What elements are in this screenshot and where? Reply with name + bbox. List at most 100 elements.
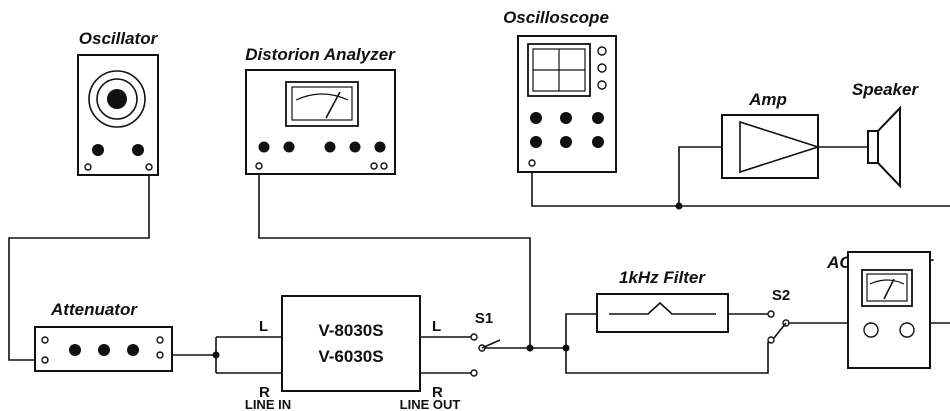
- attenuator-knob-1: [69, 344, 81, 356]
- attenuator-knob-3: [127, 344, 139, 356]
- voltmeter-needle: [883, 278, 895, 300]
- switch-s2-label: S2: [772, 287, 790, 304]
- wire-oscillator-attenuator: [8, 170, 150, 361]
- junctions: [212, 202, 683, 359]
- scope-button-3: [597, 80, 607, 90]
- scope-knob-2: [560, 112, 572, 124]
- s1-lever: [481, 339, 501, 349]
- wire-oscilloscope-bus: [531, 170, 950, 207]
- amp-body: [721, 114, 819, 179]
- dut-right-in-label: R: [259, 384, 270, 401]
- junction-scope: [675, 202, 683, 210]
- junction-analyzer: [526, 344, 534, 352]
- amp-label: Amp: [748, 90, 787, 109]
- analyzer-jack-input: [255, 162, 263, 170]
- junction-filter: [562, 344, 570, 352]
- analyzer-jack-b: [380, 162, 388, 170]
- dut-model-1: V-8030S: [318, 321, 383, 340]
- s2-contact-bypass: [767, 336, 775, 344]
- line-in-label: LINE IN: [245, 397, 291, 411]
- oscilloscope-label: Oscilloscope: [503, 8, 609, 27]
- speaker: Speaker: [852, 80, 920, 189]
- distortion-analyzer-body: [245, 69, 396, 175]
- dut-body: [281, 295, 421, 392]
- switch-s1-label: S1: [475, 310, 493, 327]
- dut-left-out-label: L: [432, 318, 441, 335]
- distortion-analyzer-label: Distorion Analyzer: [245, 45, 396, 64]
- oscillator-jack-left: [84, 163, 92, 171]
- dut-model-2: V-6030S: [318, 347, 383, 366]
- dut-right-out-label: R: [432, 384, 443, 401]
- device-under-test: V-8030S V-6030S L R L R LINE IN LINE OUT: [245, 295, 461, 411]
- analyzer-knob-4: [349, 141, 361, 153]
- oscillator: Oscillator: [77, 29, 159, 176]
- oscillator-knob-right: [132, 144, 144, 156]
- oscilloscope-screen-outer: [527, 43, 591, 97]
- filter: 1kHz Filter: [596, 268, 729, 333]
- speaker-cone-icon: [877, 105, 901, 189]
- amp-triangle-icon: [739, 120, 821, 174]
- wire-distortion-analyzer: [258, 170, 531, 348]
- attenuator: Attenuator: [34, 300, 173, 372]
- oscillator-dial-ring-inner: [96, 78, 138, 120]
- attenuator-jack-output: [156, 351, 164, 359]
- voltmeter-jack-right: [899, 322, 915, 338]
- scope-knob-6: [592, 136, 604, 148]
- filter-label: 1kHz Filter: [619, 268, 706, 287]
- oscillator-dial-ring: [88, 70, 146, 128]
- s1-contact-right: [470, 369, 478, 377]
- distortion-meter-outer: [285, 81, 359, 127]
- voltmeter-meter-outer: [861, 269, 913, 307]
- ac-voltmeter: AC voltmeter: [826, 251, 934, 369]
- wire-filter-in: [565, 313, 597, 348]
- analyzer-knob-5: [374, 141, 386, 153]
- line-out-label: LINE OUT: [400, 397, 461, 411]
- oscillator-knob-left: [92, 144, 104, 156]
- distortion-analyzer: Distorion Analyzer: [245, 45, 396, 175]
- scope-knob-1: [530, 112, 542, 124]
- oscillator-jack-output: [145, 163, 153, 171]
- distortion-meter-scale: [295, 93, 349, 101]
- oscillator-label: Oscillator: [79, 29, 159, 48]
- oscilloscope: Oscilloscope: [503, 8, 617, 173]
- wire-filter-bypass: [565, 342, 769, 374]
- oscillator-body: [77, 54, 159, 176]
- attenuator-jack-out-top: [156, 336, 164, 344]
- scope-button-1: [597, 46, 607, 56]
- switch-s1: S1: [470, 310, 501, 377]
- attenuator-jack-in-top: [41, 336, 49, 344]
- scope-jack-input: [528, 159, 536, 167]
- attenuator-knob-2: [98, 344, 110, 356]
- voltmeter-meter-scale: [869, 279, 905, 285]
- analyzer-knob-3: [324, 141, 336, 153]
- wire-amp-input: [678, 146, 722, 206]
- oscilloscope-body: [517, 35, 617, 173]
- s2-contact-filter: [767, 310, 775, 318]
- attenuator-jack-input: [41, 356, 49, 364]
- attenuator-label: Attenuator: [50, 300, 138, 319]
- speaker-label: Speaker: [852, 80, 920, 99]
- distortion-meter-window: [291, 86, 353, 121]
- voltmeter-jack-left: [863, 322, 879, 338]
- analyzer-knob-1: [258, 141, 270, 153]
- scope-knob-4: [530, 136, 542, 148]
- analyzer-jack-a: [370, 162, 378, 170]
- filter-body: [596, 293, 729, 333]
- s2-lever: [773, 322, 787, 339]
- amp: Amp: [721, 90, 821, 179]
- switch-s2: S2: [767, 287, 790, 344]
- filter-bandpass-icon: [609, 301, 716, 315]
- wiring: [8, 146, 950, 374]
- distortion-meter-needle: [325, 91, 341, 119]
- scope-knob-5: [560, 136, 572, 148]
- scope-knob-3: [592, 112, 604, 124]
- voltmeter-meter-window: [866, 273, 908, 302]
- speaker-magnet: [867, 130, 879, 164]
- junction-input: [212, 351, 220, 359]
- scope-button-2: [597, 63, 607, 73]
- oscillator-dial-knob: [107, 89, 127, 109]
- s1-contact-left: [470, 333, 478, 341]
- analyzer-knob-2: [283, 141, 295, 153]
